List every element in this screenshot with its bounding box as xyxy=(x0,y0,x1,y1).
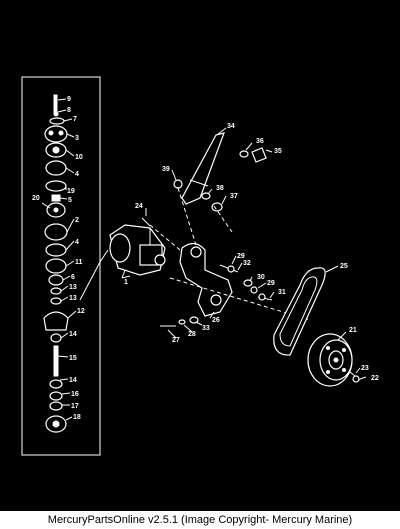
callout-14a: 14 xyxy=(69,331,77,338)
callout-34: 34 xyxy=(227,123,235,130)
callout-3: 3 xyxy=(75,135,79,142)
callout-18: 18 xyxy=(73,414,81,421)
callout-22: 22 xyxy=(371,375,379,382)
water-pump-assembly xyxy=(109,224,166,279)
washer-30 xyxy=(243,279,253,287)
washer-28 xyxy=(178,319,186,325)
callout-17: 17 xyxy=(71,403,79,410)
exploded-view-frame xyxy=(21,76,101,456)
callout-35: 35 xyxy=(274,148,282,155)
plate-part-2 xyxy=(45,258,67,274)
callout-36: 36 xyxy=(256,138,264,145)
callout-12: 12 xyxy=(77,308,85,315)
oring-part xyxy=(50,287,62,295)
callout-1: 1 xyxy=(124,279,128,286)
copyright-footer: MercuryPartsOnline v2.5.1 (Image Copyrig… xyxy=(0,511,400,529)
callout-7: 7 xyxy=(73,116,77,123)
frame-leader-line xyxy=(79,261,101,301)
callout-31: 31 xyxy=(278,289,286,296)
body-part xyxy=(43,311,69,331)
adjusting-arm xyxy=(181,132,225,205)
bearing-part-2 xyxy=(49,379,63,389)
oring-part-2 xyxy=(50,297,62,305)
pump-stack xyxy=(43,94,69,433)
washer-36 xyxy=(239,150,249,158)
callout-33: 33 xyxy=(202,325,210,332)
callout-37: 37 xyxy=(230,193,238,200)
callout-4b: 4 xyxy=(75,239,79,246)
key-part xyxy=(51,194,61,202)
callout-labels: 9 8 7 3 10 4 19 5 20 2 4 11 6 13 13 12 1… xyxy=(32,96,379,421)
seal-part xyxy=(48,274,64,286)
callout-19: 19 xyxy=(67,188,75,195)
callout-10: 10 xyxy=(75,154,83,161)
impeller-housing-part xyxy=(45,180,67,192)
callout-21: 21 xyxy=(349,327,357,334)
callout-25: 25 xyxy=(340,263,348,270)
nut-39 xyxy=(173,179,183,189)
washer-part-2 xyxy=(49,401,63,411)
callout-6: 6 xyxy=(71,274,75,281)
bolt-part xyxy=(141,217,151,227)
pulley-assembly xyxy=(307,333,353,387)
exploded-parts-diagram: 9 8 7 3 10 4 19 5 20 2 4 11 6 13 13 12 1… xyxy=(21,76,379,456)
callout-15: 15 xyxy=(69,355,77,362)
callout-20: 20 xyxy=(32,195,40,202)
callout-2: 2 xyxy=(75,217,79,224)
bearing-part xyxy=(50,333,62,343)
callout-5: 5 xyxy=(68,197,72,204)
callout-9: 9 xyxy=(67,96,71,103)
callout-32: 32 xyxy=(243,260,251,267)
stud-part xyxy=(53,94,58,114)
drive-belt xyxy=(273,267,326,356)
washer-38 xyxy=(201,192,211,200)
callout-30: 30 xyxy=(257,274,265,281)
washer-22 xyxy=(352,375,360,383)
callout-39: 39 xyxy=(162,166,170,173)
callout-4: 4 xyxy=(75,171,79,178)
stack-leaders xyxy=(41,98,77,421)
callout-24: 24 xyxy=(135,203,143,210)
alignment-line xyxy=(177,187,197,246)
callout-11: 11 xyxy=(75,259,83,266)
bolt-37 xyxy=(211,202,223,212)
callout-13a: 13 xyxy=(69,284,77,291)
bolt-35 xyxy=(251,147,267,163)
washer-33 xyxy=(189,316,199,324)
callout-29b: 29 xyxy=(267,280,275,287)
washer-29b xyxy=(250,286,258,294)
cover-part xyxy=(44,125,68,143)
callout-26: 26 xyxy=(212,317,220,324)
nut-part xyxy=(49,117,65,125)
callout-23: 23 xyxy=(361,365,369,372)
callout-14b: 14 xyxy=(69,377,77,384)
main-leaders xyxy=(121,127,367,380)
seal-part-2 xyxy=(49,391,63,401)
washer-part xyxy=(53,111,59,117)
frame-leader-line xyxy=(99,249,109,263)
callout-13b: 13 xyxy=(69,295,77,302)
callout-27: 27 xyxy=(172,337,180,344)
gasket-part-2 xyxy=(45,243,67,257)
callout-16: 16 xyxy=(71,391,79,398)
housing-part xyxy=(44,223,68,241)
callout-38: 38 xyxy=(216,185,224,192)
alignment-line xyxy=(213,205,233,233)
callout-29a: 29 xyxy=(237,253,245,260)
callout-8: 8 xyxy=(67,107,71,114)
callout-28: 28 xyxy=(188,331,196,338)
mounting-bracket xyxy=(179,242,233,317)
shaft-part xyxy=(53,345,59,377)
plate-part xyxy=(45,160,67,176)
